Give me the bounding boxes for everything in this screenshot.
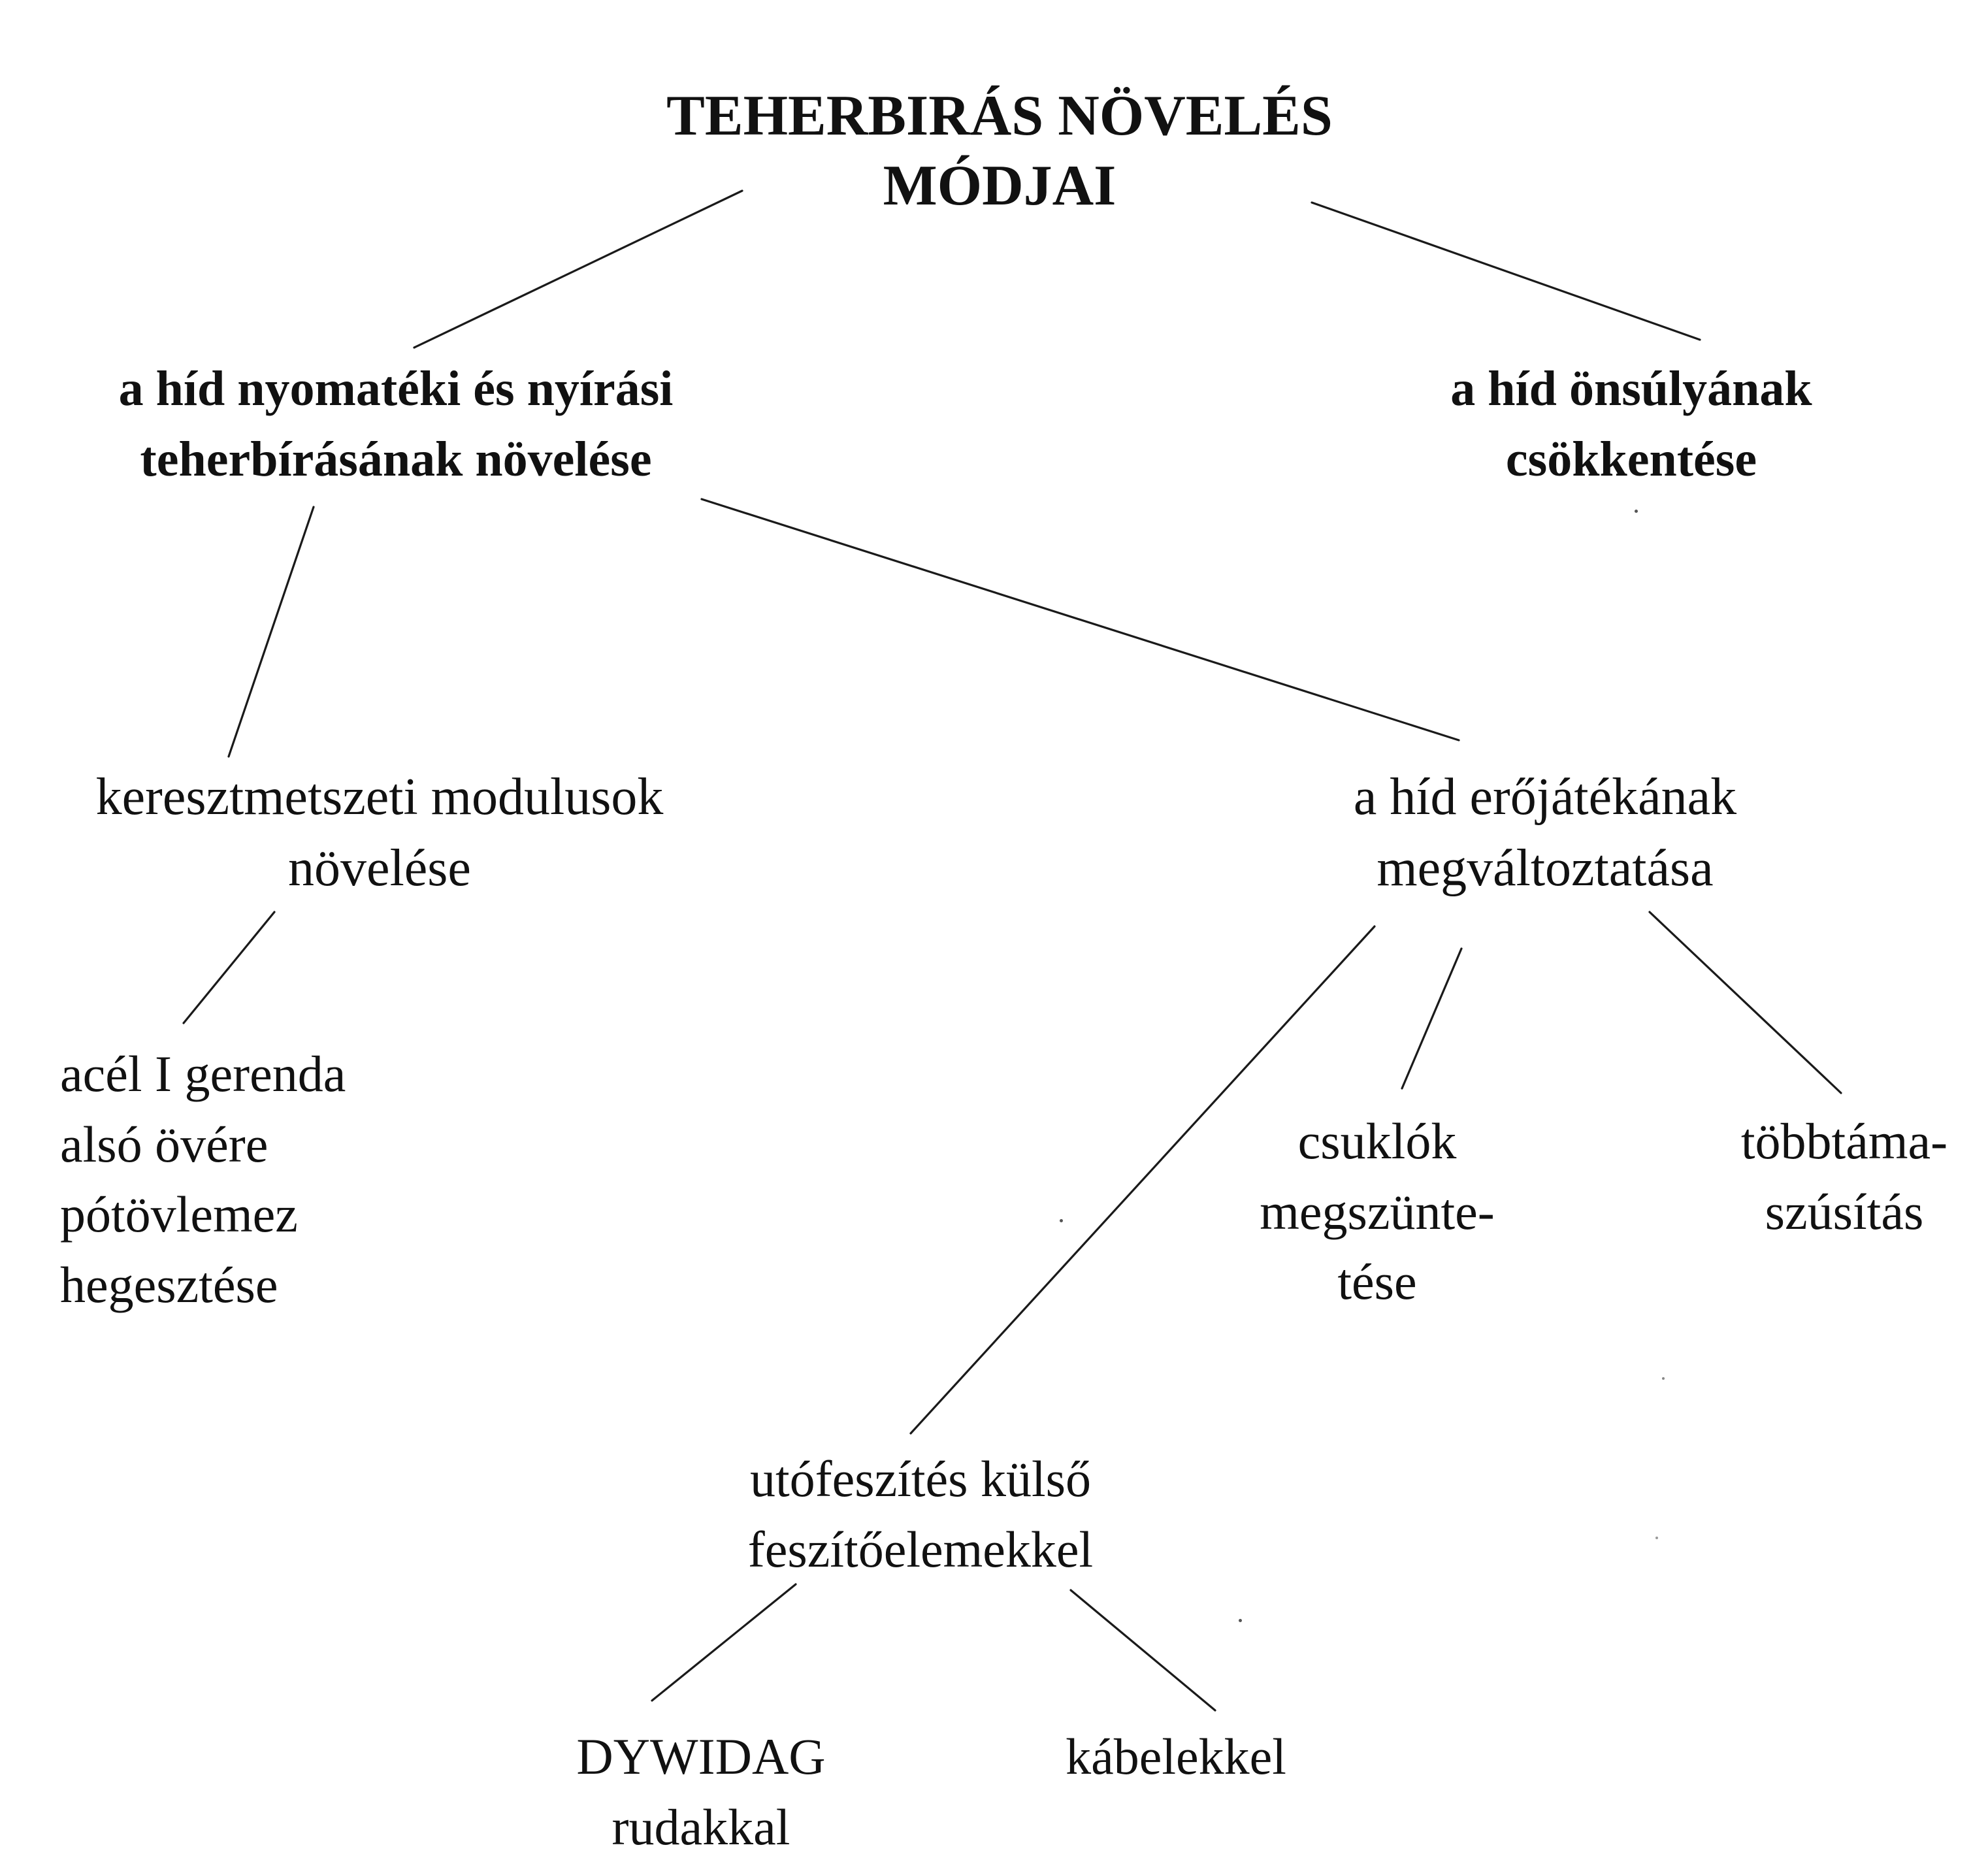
edge-force-flow-to-hinges bbox=[1401, 947, 1463, 1090]
edge-prestress-to-cables bbox=[1069, 1589, 1216, 1712]
node-self-weight-reduction: a híd önsúlyának csökkentése bbox=[1450, 354, 1812, 495]
scan-speck bbox=[1635, 510, 1638, 513]
node-multi-support-line-1: többtáma- bbox=[1740, 1113, 1948, 1169]
node-hinge-elimination: csuklók megszünte- tése bbox=[1260, 1106, 1495, 1317]
node-force-flow-change: a híd erőjátékának megváltoztatása bbox=[1354, 762, 1736, 904]
node-multi-support-line-2: szúsítás bbox=[1765, 1182, 1924, 1240]
node-moment-shear-line-1: a híd nyomatéki és nyírási bbox=[118, 361, 674, 416]
node-prestress-line-2: feszítőelemekkel bbox=[747, 1520, 1094, 1578]
node-moment-shear-line-2: teherbírásának növelése bbox=[140, 431, 652, 487]
edge-title-to-self-weight bbox=[1311, 201, 1701, 341]
node-steel-beam-line-4: hegesztése bbox=[60, 1256, 278, 1313]
scan-speck bbox=[1662, 1377, 1665, 1380]
edge-moment-shear-to-section-modulus bbox=[227, 506, 315, 758]
node-external-prestressing: utófeszítés külső feszítőelemekkel bbox=[748, 1444, 1093, 1584]
scan-speck bbox=[1060, 1219, 1063, 1222]
edge-prestress-to-dywidag bbox=[651, 1583, 797, 1702]
node-prestress-line-1: utófeszítés külső bbox=[749, 1450, 1092, 1507]
node-cables-line-1: kábelekkel bbox=[1066, 1728, 1286, 1785]
node-section-modulus-increase: keresztmetszeti modulusok növelése bbox=[96, 762, 664, 904]
node-multi-support: többtáma- szúsítás bbox=[1741, 1106, 1947, 1247]
node-steel-beam-line-2: alsó övére bbox=[60, 1115, 269, 1173]
edge-force-flow-to-prestress bbox=[909, 925, 1376, 1435]
diagram-title: TEHERBIRÁS NÖVELÉS MÓDJAI bbox=[666, 81, 1333, 221]
edge-title-to-moment-shear bbox=[413, 189, 743, 349]
node-dywidag-line-1: DYWIDAG bbox=[576, 1728, 826, 1785]
node-self-weight-line-1: a híd önsúlyának bbox=[1450, 361, 1812, 416]
scan-speck bbox=[1239, 1619, 1242, 1622]
node-steel-beam-line-1: acél I gerenda bbox=[60, 1045, 346, 1102]
node-dywidag-line-2: rudakkal bbox=[611, 1798, 790, 1855]
node-section-modulus-line-2: növelése bbox=[288, 839, 471, 897]
node-section-modulus-line-1: keresztmetszeti modulusok bbox=[95, 768, 664, 826]
node-hinges-line-1: csuklók bbox=[1297, 1113, 1457, 1169]
node-dywidag-bars: DYWIDAG rudakkal bbox=[576, 1721, 825, 1862]
node-force-flow-line-2: megváltoztatása bbox=[1377, 839, 1714, 897]
node-force-flow-line-1: a híd erőjátékának bbox=[1353, 768, 1737, 826]
scan-speck bbox=[1655, 1537, 1658, 1539]
node-hinges-line-2: megszünte- bbox=[1260, 1182, 1495, 1240]
title-line-1: TEHERBIRÁS NÖVELÉS bbox=[666, 84, 1333, 148]
node-cables: kábelekkel bbox=[1066, 1721, 1286, 1792]
node-self-weight-line-2: csökkentése bbox=[1505, 431, 1757, 487]
node-steel-beam-cover-plate: acél I gerenda alsó övére pótövlemez heg… bbox=[60, 1039, 346, 1320]
edge-section-modulus-to-steel-beam bbox=[182, 911, 276, 1024]
edge-force-flow-to-multi-support bbox=[1648, 911, 1842, 1094]
node-hinges-line-3: tése bbox=[1337, 1253, 1417, 1311]
title-line-2: MÓDJAI bbox=[883, 154, 1116, 218]
edge-moment-shear-to-force-flow bbox=[700, 498, 1460, 742]
node-steel-beam-line-3: pótövlemez bbox=[60, 1186, 298, 1243]
node-moment-shear-capacity: a híd nyomatéki és nyírási teherbírásána… bbox=[119, 354, 674, 495]
